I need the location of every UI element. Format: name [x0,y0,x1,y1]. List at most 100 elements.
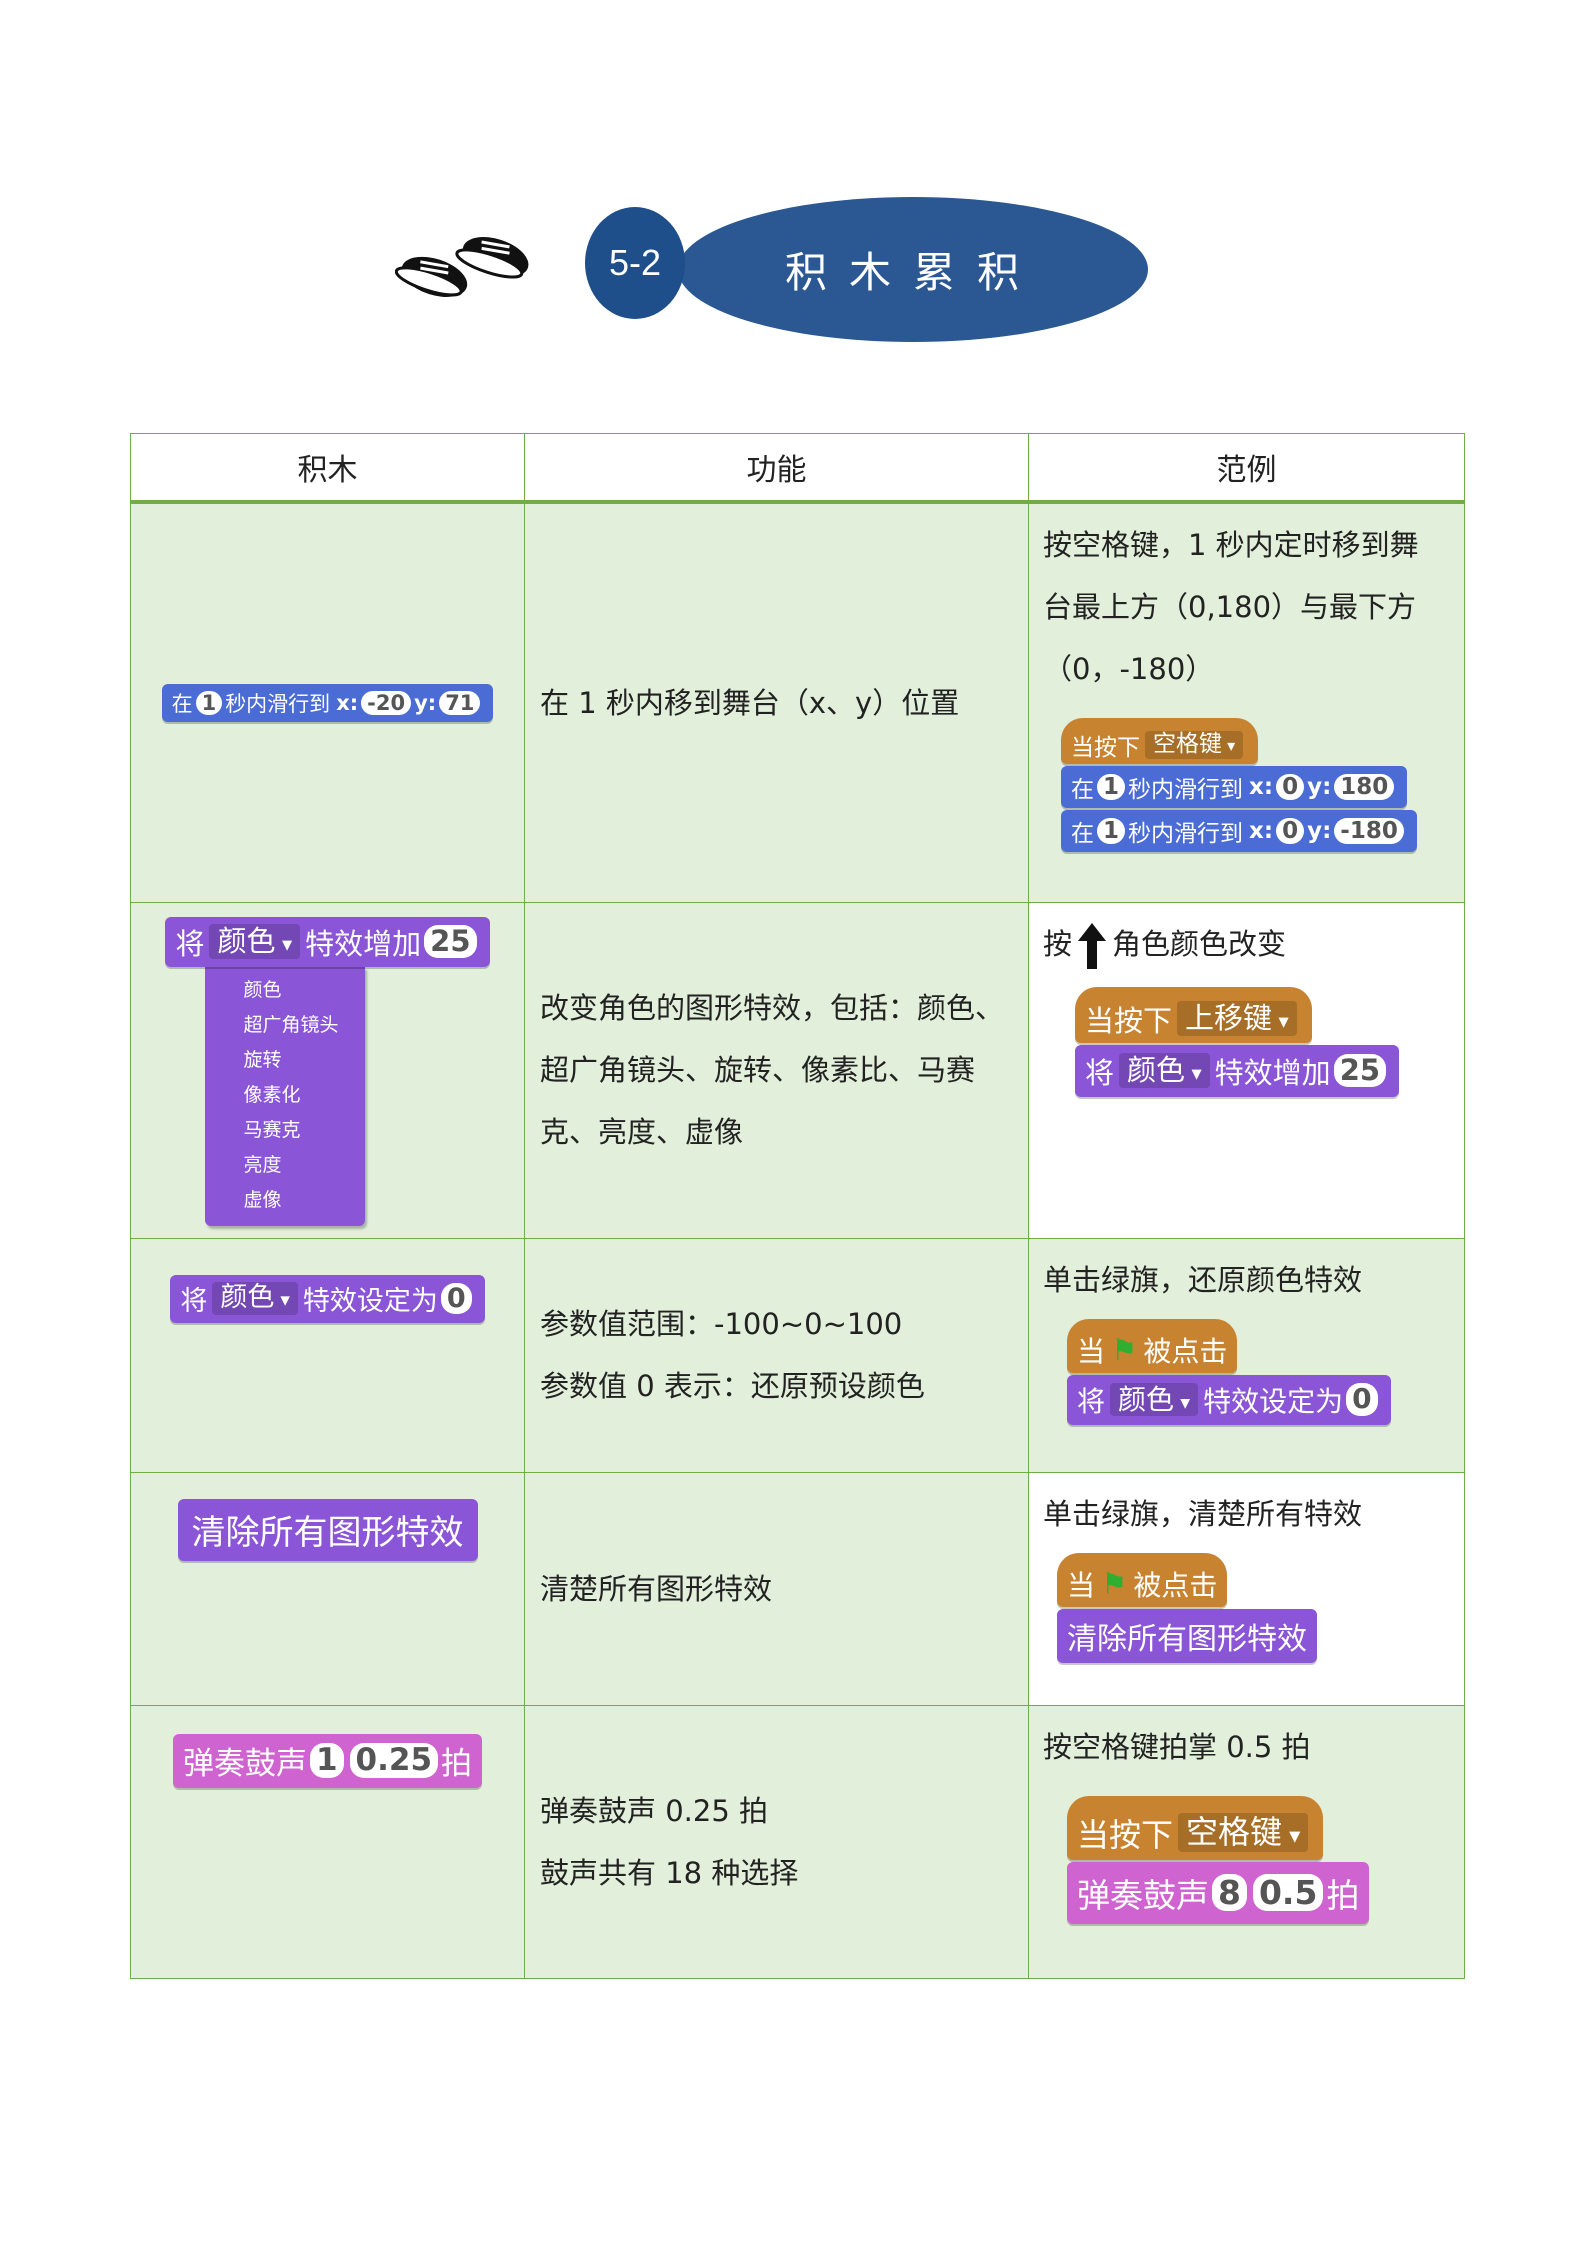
function-text: 清楚所有图形特效 [540,1571,773,1606]
table-row: 在 1 秒内滑行到 x: -20 y: 71 在 1 秒内移到舞台（x、y）位置… [130,501,1465,903]
y-label: y: [1307,774,1332,800]
play-drum-block[interactable]: 弹奏鼓声 8 0.5 拍 [1067,1861,1370,1924]
secs-input[interactable]: 1 [1097,817,1126,845]
block-text: 秒内滑行到 [225,691,331,716]
table-row: 将 颜色 特效设定为 0 参数值范围：-100~0~100 参数值 0 表示：还… [130,1237,1465,1473]
glide-block[interactable]: 在 1 秒内滑行到 x: 0 y: -180 [1061,810,1417,852]
table-row: 将 颜色 特效增加 25 颜色 超广角镜头 旋转 像素化 马赛克 亮度 虚像 改… [130,901,1465,1239]
value-input[interactable]: 25 [1333,1053,1387,1088]
function-text: 鼓声共有 18 种选择 [540,1855,799,1890]
x-input[interactable]: 0 [1276,773,1305,801]
x-input[interactable]: -20 [361,690,412,715]
y-input[interactable]: -180 [1334,817,1404,845]
x-label: x: [1249,818,1274,844]
y-label: y: [1307,818,1332,844]
drum-input[interactable]: 1 [309,1742,344,1779]
page-header: 5-2 积木累积 [0,185,1587,345]
table-row: 弹奏鼓声 1 0.25 拍 弹奏鼓声 0.25 拍 鼓声共有 18 种选择 按空… [130,1704,1465,1979]
menu-item[interactable]: 超广角镜头 [243,1013,339,1036]
block-text: 在 [1071,777,1094,803]
effect-dropdown[interactable]: 颜色 [209,924,301,959]
block-text: 秒内滑行到 [1128,821,1244,847]
block-text: 特效设定为 [1203,1384,1344,1418]
y-input[interactable]: 71 [439,690,481,715]
when-key-pressed-block[interactable]: 当按下 空格键 [1067,1795,1324,1860]
green-flag-icon: ⚑ [1101,1566,1128,1601]
function-cell: 参数值范围：-100~0~100 参数值 0 表示：还原预设颜色 [524,1237,1029,1473]
block-text: 拍 [441,1746,473,1782]
change-effect-block[interactable]: 将 颜色 特效增加 25 [165,916,490,967]
value-input[interactable]: 25 [424,924,477,959]
play-drum-block[interactable]: 弹奏鼓声 1 0.25 拍 [172,1733,483,1788]
beats-input[interactable]: 0.5 [1252,1873,1324,1912]
blocks-table: 积木 功能 范例 在 1 秒内滑行到 x: -20 y: 71 在 1 秒内移到… [130,433,1465,1979]
glide-block[interactable]: 在 1 秒内滑行到 x: 0 y: 180 [1061,766,1408,808]
menu-item[interactable]: 虚像 [243,1188,282,1211]
key-dropdown[interactable]: 空格键 [1145,731,1244,759]
example-script: 当按下 上移键 将 颜色 特效增加 25 [1075,986,1400,1097]
block-text: 当 [1067,1568,1096,1602]
drum-input[interactable]: 8 [1212,1873,1247,1912]
block-text: 在 [171,691,193,716]
example-text: 单击绿旗，还原颜色特效 [1043,1262,1363,1297]
page-title: 积木累积 [678,197,1148,342]
when-flag-clicked-block[interactable]: 当 ⚑ 被点击 [1067,1318,1238,1373]
when-key-pressed-block[interactable]: 当按下 空格键 [1061,718,1259,764]
function-text: 克、亮度、虚像 [540,1115,744,1149]
clear-effects-block[interactable]: 清除所有图形特效 [1057,1608,1317,1663]
block-text: 将 [1085,1055,1115,1090]
block-text: 特效增加 [305,926,422,961]
block-text: 特效设定为 [302,1286,438,1317]
y-label: y: [414,690,437,715]
when-key-pressed-block[interactable]: 当按下 上移键 [1075,986,1312,1043]
sneakers-icon [395,237,529,297]
set-effect-block[interactable]: 将 颜色 特效设定为 0 [1067,1374,1391,1425]
function-text: 改变角色的图形特效，包括：颜色、 [540,991,1005,1025]
block-text: 拍 [1326,1875,1360,1915]
section-number: 5-2 [585,207,685,319]
example-script: 当按下 空格键 在 1 秒内滑行到 x: 0 y: 180 在 1 秒内滑行到 … [1061,718,1417,852]
clear-effects-block[interactable]: 清除所有图形特效 [177,1498,478,1561]
up-arrow-icon [1078,922,1107,969]
value-input[interactable]: 0 [440,1282,472,1315]
block-text: 清除所有图形特效 [191,1513,464,1553]
block-text: 当按下 [1077,1815,1174,1854]
block-text: 当 [1077,1334,1106,1368]
block-text: 将 [180,1286,208,1317]
change-effect-block[interactable]: 将 颜色 特效增加 25 [1075,1044,1400,1097]
y-input[interactable]: 180 [1334,773,1395,801]
secs-input[interactable]: 1 [1097,773,1126,801]
x-input[interactable]: 0 [1276,817,1305,845]
example-cell: 单击绿旗，清楚所有特效 当 ⚑ 被点击 清除所有图形特效 [1028,1471,1465,1706]
effect-dropdown[interactable]: 颜色 [1110,1382,1199,1417]
example-text: （0，-180） [1043,652,1215,686]
key-dropdown[interactable]: 上移键 [1177,1001,1297,1036]
block-text: 特效增加 [1214,1055,1331,1090]
block-cell: 将 颜色 特效增加 25 颜色 超广角镜头 旋转 像素化 马赛克 亮度 虚像 [130,901,525,1239]
block-cell: 弹奏鼓声 1 0.25 拍 [130,1704,525,1979]
function-cell: 弹奏鼓声 0.25 拍 鼓声共有 18 种选择 [524,1704,1029,1979]
set-effect-block[interactable]: 将 颜色 特效设定为 0 [170,1274,485,1323]
example-script: 当按下 空格键 弹奏鼓声 8 0.5 拍 [1067,1795,1370,1924]
value-input[interactable]: 0 [1346,1383,1378,1416]
block-text: 被点击 [1143,1334,1228,1368]
function-cell: 清楚所有图形特效 [524,1471,1029,1706]
menu-item[interactable]: 亮度 [243,1153,282,1176]
secs-input[interactable]: 1 [195,690,223,715]
beats-input[interactable]: 0.25 [349,1742,439,1779]
effect-dropdown[interactable]: 颜色 [212,1282,298,1315]
example-text-line: 按角色颜色改变 [1043,913,1452,975]
example-text: 按空格键，1 秒内定时移到舞 [1043,528,1419,562]
effect-dropdown[interactable]: 颜色 [1119,1053,1210,1088]
glide-block[interactable]: 在 1 秒内滑行到 x: -20 y: 71 [161,683,494,722]
example-script: 当 ⚑ 被点击 将 颜色 特效设定为 0 [1067,1318,1391,1425]
example-cell: 按空格键，1 秒内定时移到舞 台最上方（0,180）与最下方 （0，-180） … [1028,501,1465,903]
menu-item[interactable]: 马赛克 [243,1118,301,1141]
function-text: 参数值 0 表示：还原预设颜色 [540,1369,925,1403]
menu-item[interactable]: 旋转 [243,1048,282,1071]
when-flag-clicked-block[interactable]: 当 ⚑ 被点击 [1057,1552,1228,1607]
menu-item[interactable]: 像素化 [243,1083,301,1106]
key-dropdown[interactable]: 空格键 [1178,1813,1309,1852]
menu-item[interactable]: 颜色 [243,978,282,1001]
